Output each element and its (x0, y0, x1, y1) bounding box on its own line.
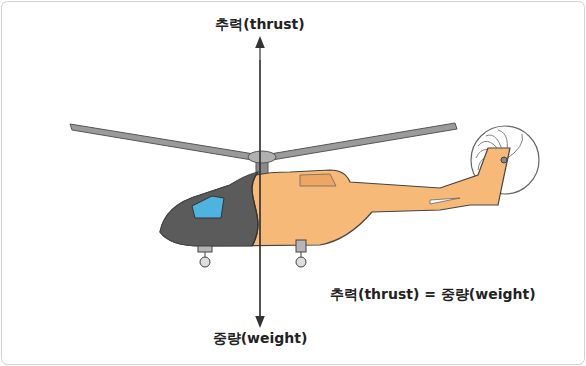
thrust-arrow (259, 42, 260, 322)
nose-section (160, 172, 258, 246)
engine-cowling (300, 174, 336, 186)
balance-equation: 추력(thrust) = 중량(weight) (328, 286, 538, 303)
tail-rotor-hub (501, 157, 507, 163)
cutaway-line (252, 172, 258, 246)
stabilizer (430, 198, 460, 204)
weight-arrow (259, 60, 260, 322)
cockpit-window (192, 196, 224, 218)
landing-gear (198, 240, 306, 267)
rotor-hub (248, 151, 276, 163)
rotor-blade (270, 123, 457, 160)
weight-label: 중량(weight) (211, 330, 310, 347)
fuselage (160, 148, 510, 246)
rotor-blade (70, 124, 254, 160)
thrust-label: 추력(thrust) (213, 16, 306, 33)
